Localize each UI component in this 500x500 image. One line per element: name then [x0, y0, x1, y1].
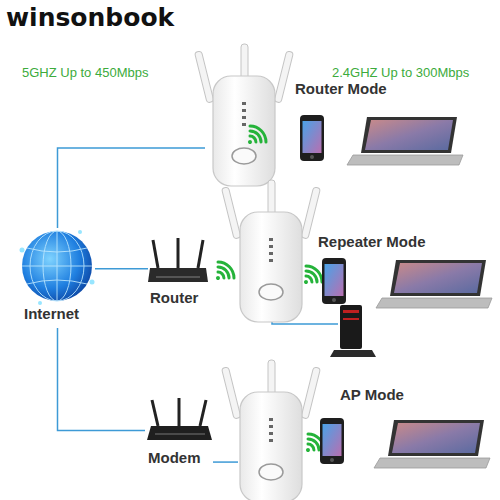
router-device: Router [148, 235, 212, 310]
node-label: AP Mode [340, 387, 404, 404]
repeater-mode-group: Repeater Mode [230, 190, 495, 360]
node-label: Internet [24, 306, 79, 323]
modem-device: Modem [145, 398, 213, 470]
network-cable [58, 148, 206, 228]
network-cable [95, 268, 148, 270]
brand-watermark: winsonbook [6, 4, 174, 32]
node-label: Modem [148, 450, 201, 467]
node-label: Repeater Mode [318, 234, 426, 251]
ap-mode-group: AP Mode [238, 365, 495, 500]
node-label: Router [150, 290, 198, 307]
network-cable [213, 461, 238, 463]
internet-globe: Internet [20, 228, 95, 328]
node-label: Router Mode [295, 81, 387, 98]
network-cable [58, 328, 146, 430]
band-spec: 5GHZ Up to 450Mbps [22, 66, 148, 80]
band-spec: 2.4GHZ Up to 300Mbps [332, 66, 469, 80]
